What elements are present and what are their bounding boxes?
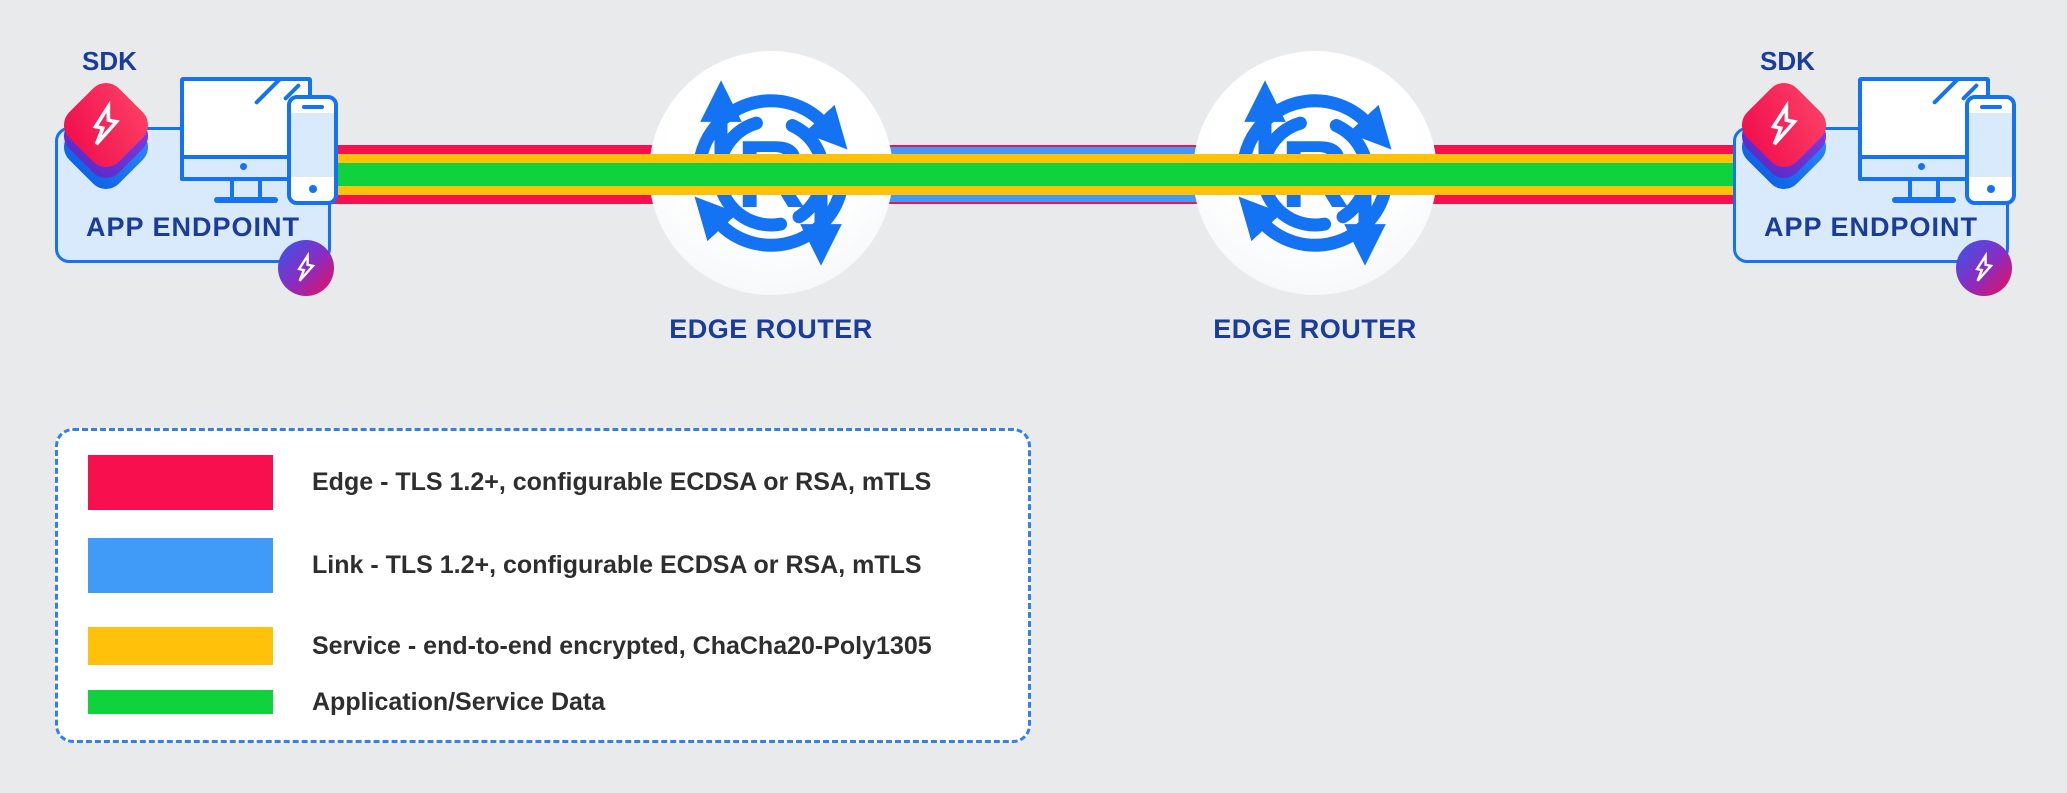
legend-item-data: Application/Service Data bbox=[88, 687, 1008, 716]
edge-router-label-right: EDGE ROUTER bbox=[1213, 314, 1417, 344]
gradient-identity-badge-icon bbox=[278, 240, 334, 296]
legend-label: Application/Service Data bbox=[312, 687, 606, 716]
gradient-identity-badge-icon bbox=[1956, 240, 2012, 296]
monitor-stand bbox=[1908, 177, 1940, 199]
app-endpoint-title: APP ENDPOINT bbox=[1763, 212, 1979, 242]
app-endpoint-left: APP ENDPOINT S bbox=[40, 28, 340, 308]
service-stripe-bottom bbox=[330, 186, 1747, 195]
layered-sdk-stack-icon bbox=[1734, 75, 1834, 222]
data-stripe bbox=[330, 163, 1747, 186]
phone-home-button bbox=[308, 185, 317, 193]
legend-label: Service - end-to-end encrypted, ChaCha20… bbox=[312, 631, 932, 660]
service-stripe-top bbox=[330, 154, 1747, 163]
monitor-base bbox=[214, 197, 278, 203]
legend-label: Edge - TLS 1.2+, configurable ECDSA or R… bbox=[312, 468, 932, 496]
phone-screen bbox=[1969, 113, 2012, 177]
legend-swatch-edge bbox=[88, 455, 273, 510]
legend-item-service: Service - end-to-end encrypted, ChaCha20… bbox=[88, 627, 1008, 665]
link-stripe-top bbox=[760, 147, 1330, 154]
ziti-lightning-bolt-icon bbox=[1770, 101, 1798, 146]
monitor-button bbox=[240, 163, 247, 170]
ziti-lightning-bolt-icon bbox=[92, 101, 120, 146]
layered-sdk-stack-icon bbox=[56, 75, 156, 222]
link-stripe-bottom bbox=[760, 195, 1330, 202]
edge-router-label-left: EDGE ROUTER bbox=[669, 314, 873, 344]
legend-swatch-data bbox=[88, 690, 273, 714]
monitor-base bbox=[1892, 197, 1956, 203]
sdk-label: SDK bbox=[1760, 46, 1815, 76]
ziti-lightning-bolt-icon bbox=[1975, 252, 1994, 282]
phone-speaker bbox=[301, 105, 324, 109]
smartphone-icon bbox=[287, 95, 338, 205]
monitor-stand bbox=[230, 177, 262, 199]
legend-swatch-service bbox=[88, 627, 273, 665]
phone-speaker bbox=[1979, 105, 2002, 109]
app-endpoint-right: APP ENDPOINT S bbox=[1718, 28, 2018, 308]
legend-label: Link - TLS 1.2+, configurable ECDSA or R… bbox=[312, 551, 922, 579]
app-endpoint-title: APP ENDPOINT bbox=[85, 212, 301, 242]
legend-box: Edge - TLS 1.2+, configurable ECDSA or R… bbox=[55, 428, 1031, 743]
ziti-lightning-bolt-icon bbox=[297, 252, 316, 282]
phone-screen bbox=[291, 113, 334, 177]
legend-swatch-link bbox=[88, 538, 273, 593]
legend-item-edge: Edge - TLS 1.2+, configurable ECDSA or R… bbox=[88, 455, 1008, 510]
desktop-monitor-icon bbox=[180, 76, 312, 203]
sdk-label: SDK bbox=[82, 46, 137, 76]
monitor-button bbox=[1918, 163, 1925, 170]
phone-home-button bbox=[1986, 185, 1995, 193]
legend-item-link: Link - TLS 1.2+, configurable ECDSA or R… bbox=[88, 538, 1008, 593]
smartphone-icon bbox=[1965, 95, 2016, 205]
